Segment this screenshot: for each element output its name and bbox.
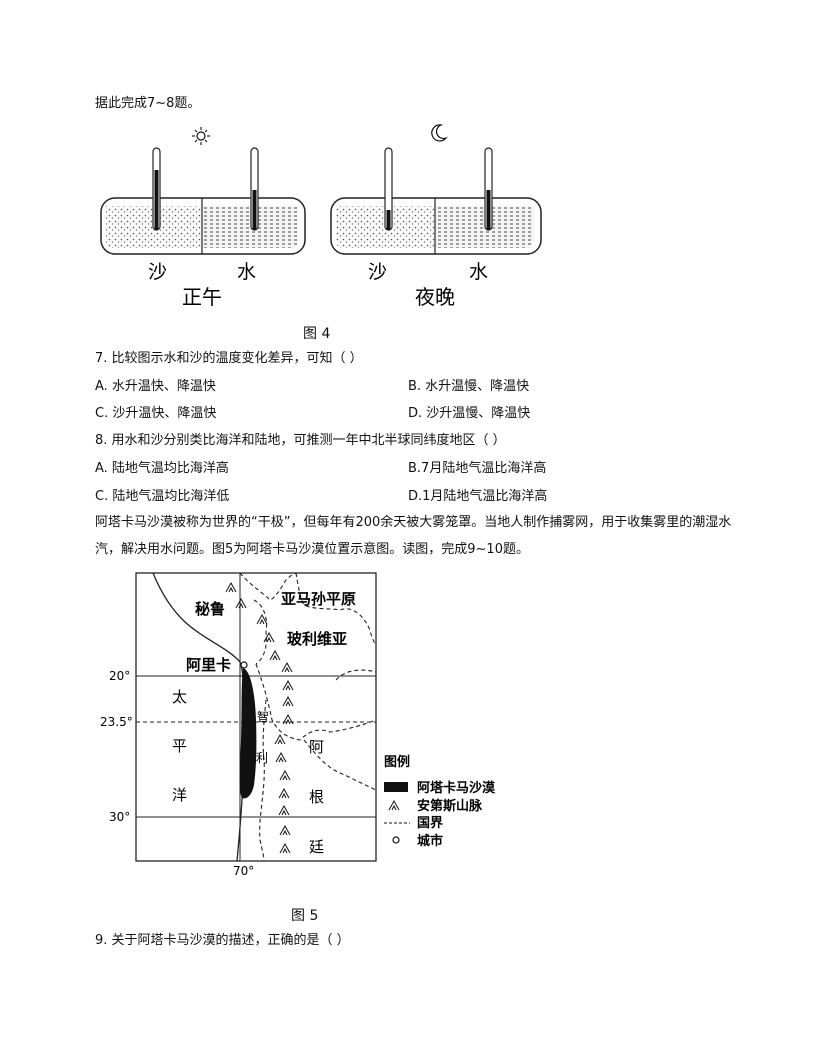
label-a: 阿 xyxy=(309,738,324,756)
question-8-option-d[interactable]: D.1月陆地气温比海洋高 xyxy=(408,489,548,504)
legend-title: 图例 xyxy=(384,754,410,770)
legend-andes: 安第斯山脉 xyxy=(417,798,483,814)
figure-4-caption: 图 4 xyxy=(303,326,331,342)
label-lat-23-5: 23.5° xyxy=(100,715,133,729)
question-8-stem: 8. 用水和沙分别类比海洋和陆地，可推测一年中北半球同纬度地区（ ） xyxy=(95,433,506,448)
question-7-option-d[interactable]: D. 沙升温慢、降温快 xyxy=(408,406,531,421)
figure-5-caption: 图 5 xyxy=(291,908,319,924)
label-lat-30: 30° xyxy=(109,810,130,824)
question-7-stem: 7. 比较图示水和沙的温度变化差异，可知（ ） xyxy=(95,351,363,366)
label-water-noon: 水 xyxy=(237,261,256,283)
question-8-option-a[interactable]: A. 陆地气温均比海洋高 xyxy=(95,461,229,476)
label-arica: 阿里卡 xyxy=(186,656,231,674)
legend-city: 城市 xyxy=(417,833,443,849)
map-legend: 图例 阿塔卡马沙漠 安第斯山脉 国界 城市 xyxy=(384,754,496,849)
arica-city-marker xyxy=(240,661,248,669)
night-tray xyxy=(330,147,542,255)
label-night: 夜晚 xyxy=(415,285,455,309)
label-gen: 根 xyxy=(309,788,324,806)
label-lon-70: 70° xyxy=(233,864,254,878)
label-noon: 正午 xyxy=(182,285,222,309)
label-sand-night: 沙 xyxy=(368,261,387,283)
intro-text: 据此完成7~8题。 xyxy=(95,96,201,111)
label-water-night: 水 xyxy=(469,261,488,283)
sun-icon xyxy=(192,127,210,145)
question-7-option-c[interactable]: C. 沙升温快、降温快 xyxy=(95,406,217,421)
noon-tray xyxy=(100,147,306,255)
label-zhi: 智 xyxy=(257,709,269,724)
figure-5-map: 秘鲁 亚马孙平原 玻利维亚 阿里卡 太 平 洋 智 利 阿 根 廷 20° 23… xyxy=(100,572,496,878)
atacama-desert xyxy=(239,668,257,799)
label-tai: 太 xyxy=(172,688,187,706)
label-lat-20: 20° xyxy=(109,669,130,683)
moon-icon xyxy=(431,124,448,142)
legend-andes-icon xyxy=(388,799,400,811)
figure-4-diagram: 沙 水 正午 沙 水 夜晚 xyxy=(100,124,542,309)
label-ting: 廷 xyxy=(309,838,324,856)
legend-desert: 阿塔卡马沙漠 xyxy=(417,780,496,796)
legend-city-icon xyxy=(392,836,400,844)
label-yang: 洋 xyxy=(172,786,187,804)
question-7-option-b[interactable]: B. 水升温慢、降温快 xyxy=(408,379,530,394)
label-peru: 秘鲁 xyxy=(195,600,225,618)
label-li: 利 xyxy=(256,751,268,765)
label-amazon: 亚马孙平原 xyxy=(281,590,356,608)
question-8-option-c[interactable]: C. 陆地气温均比海洋低 xyxy=(95,489,230,504)
legend-border: 国界 xyxy=(417,815,443,831)
label-bolivia: 玻利维亚 xyxy=(287,630,347,648)
question-7-option-a[interactable]: A. 水升温快、降温快 xyxy=(95,379,216,394)
label-sand-noon: 沙 xyxy=(148,261,167,283)
question-9-stem: 9. 关于阿塔卡马沙漠的描述，正确的是（ ） xyxy=(95,933,350,948)
passage-text: 阿塔卡马沙漠被称为世界的“干极”，但每年有200余天被大雾笼罩。当地人制作捕雾网… xyxy=(95,515,732,557)
question-8-option-b[interactable]: B.7月陆地气温比海洋高 xyxy=(408,461,547,476)
andes-mountains xyxy=(225,581,294,854)
label-ping: 平 xyxy=(172,737,187,755)
